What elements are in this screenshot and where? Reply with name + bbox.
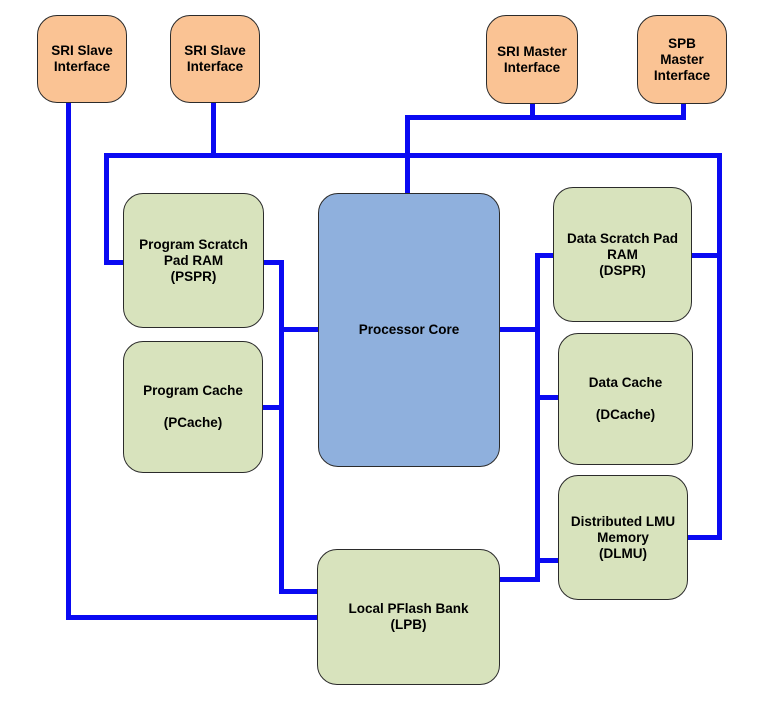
- connector-lpb-left-upper: [279, 589, 317, 594]
- connector-spb-master-drop: [681, 104, 686, 120]
- node-lpb-label: Local PFlash Bank (LPB): [348, 601, 469, 632]
- connector-dcache-left: [535, 395, 558, 400]
- connector-sri-slave-1-drop: [66, 103, 71, 620]
- node-lpb: Local PFlash Bank (LPB): [317, 549, 500, 685]
- node-spb-master-interface: SPB Master Interface: [637, 15, 727, 104]
- node-dcache-label: Data Cache (DCache): [588, 375, 663, 422]
- node-sri-slave-interface-1-label: SRI Slave Interface: [51, 43, 113, 74]
- connector-dlmu-right: [688, 535, 722, 540]
- node-pcache: Program Cache (PCache): [123, 341, 263, 473]
- connector-core-left: [279, 327, 318, 332]
- node-pspr-label: Program Scratch Pad RAM (PSPR): [139, 236, 248, 284]
- node-sri-slave-interface-2-label: SRI Slave Interface: [184, 43, 246, 74]
- node-dlmu-label: Distributed LMU Memory (DLMU): [570, 513, 676, 561]
- node-dspr: Data Scratch Pad RAM (DSPR): [553, 187, 692, 322]
- node-dcache: Data Cache (DCache): [558, 333, 693, 465]
- node-pspr: Program Scratch Pad RAM (PSPR): [123, 193, 264, 328]
- connector-data-trunk: [535, 253, 540, 582]
- connector-pcache-right: [263, 405, 284, 410]
- node-dspr-label: Data Scratch Pad RAM (DSPR): [566, 230, 679, 278]
- connector-core-right: [500, 327, 540, 332]
- connector-sri-slave-1-to-lpb: [66, 615, 317, 620]
- connector-right-trunk: [717, 153, 722, 540]
- node-processor-core: Processor Core: [318, 193, 500, 467]
- connector-dspr-left: [535, 253, 553, 258]
- node-processor-core-label: Processor Core: [358, 322, 460, 337]
- connector-sri-slave-bus: [104, 153, 722, 158]
- node-pcache-label: Program Cache (PCache): [143, 383, 243, 430]
- node-spb-master-interface-label: SPB Master Interface: [653, 35, 711, 83]
- node-dlmu: Distributed LMU Memory (DLMU): [558, 475, 688, 600]
- connector-program-trunk: [279, 260, 284, 594]
- connector-pspr-right: [264, 260, 284, 265]
- connector-dspr-right: [692, 253, 722, 258]
- node-sri-master-interface-label: SRI Master Interface: [497, 43, 567, 75]
- connector-dlmu-left: [535, 558, 558, 563]
- connector-to-pspr-left: [104, 260, 124, 265]
- connector-lpb-right: [500, 577, 540, 582]
- connector-master-bus: [405, 115, 686, 120]
- connector-sri-slave-bus-left-drop: [104, 153, 109, 265]
- node-sri-slave-interface-2: SRI Slave Interface: [170, 15, 260, 103]
- node-sri-slave-interface-1: SRI Slave Interface: [37, 15, 127, 103]
- node-sri-master-interface: SRI Master Interface: [486, 15, 578, 104]
- connector-sri-slave-2-drop: [211, 103, 216, 158]
- connector-sri-master-drop: [530, 104, 535, 120]
